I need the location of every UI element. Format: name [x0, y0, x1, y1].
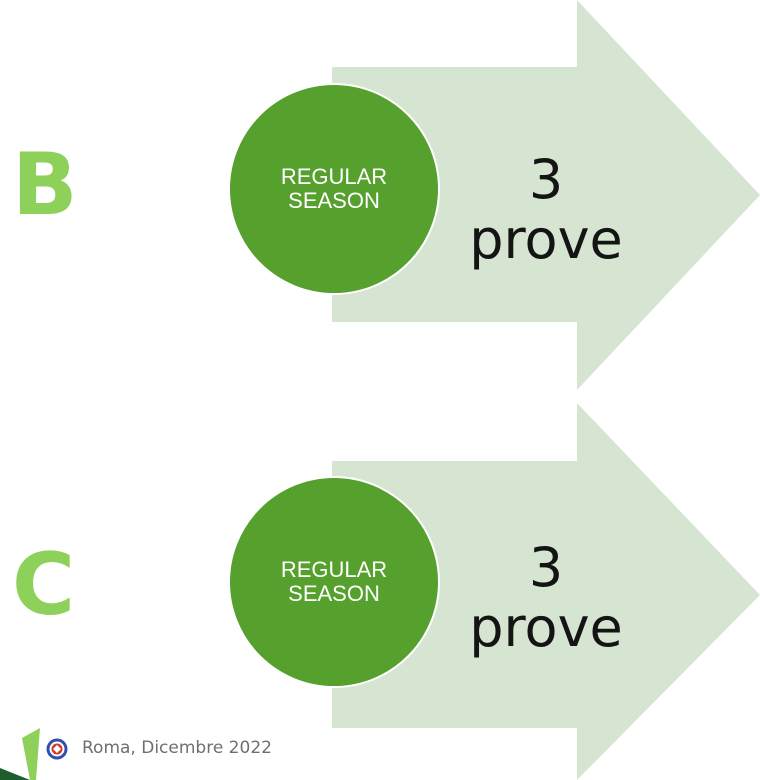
- arrow-shape-c: [332, 403, 760, 780]
- trials-number: 3: [528, 536, 564, 599]
- category-letter-b: B: [12, 135, 78, 235]
- trials-unit: prove: [469, 208, 623, 271]
- stage-label-line2: SEASON: [288, 581, 380, 606]
- category-letter-c: C: [12, 535, 76, 635]
- trials-count-c: 3 prove: [446, 538, 646, 658]
- stage-label-line1: REGULAR: [280, 557, 388, 582]
- arrow-shape-b: [332, 0, 760, 390]
- stage-circle-b: REGULAR SEASON: [228, 83, 440, 295]
- stage-label-line1: REGULAR: [280, 164, 388, 189]
- federation-logo-icon: [46, 738, 68, 760]
- trials-number: 3: [528, 148, 564, 211]
- footer-location-date: Roma, Dicembre 2022: [82, 738, 272, 758]
- trials-unit: prove: [469, 596, 623, 659]
- stage-circle-c: REGULAR SEASON: [228, 476, 440, 688]
- trials-count-b: 3 prove: [446, 150, 646, 270]
- footer-accent-shape: [0, 728, 40, 780]
- stage-label-line2: SEASON: [288, 188, 380, 213]
- footer: Roma, Dicembre 2022: [0, 728, 400, 780]
